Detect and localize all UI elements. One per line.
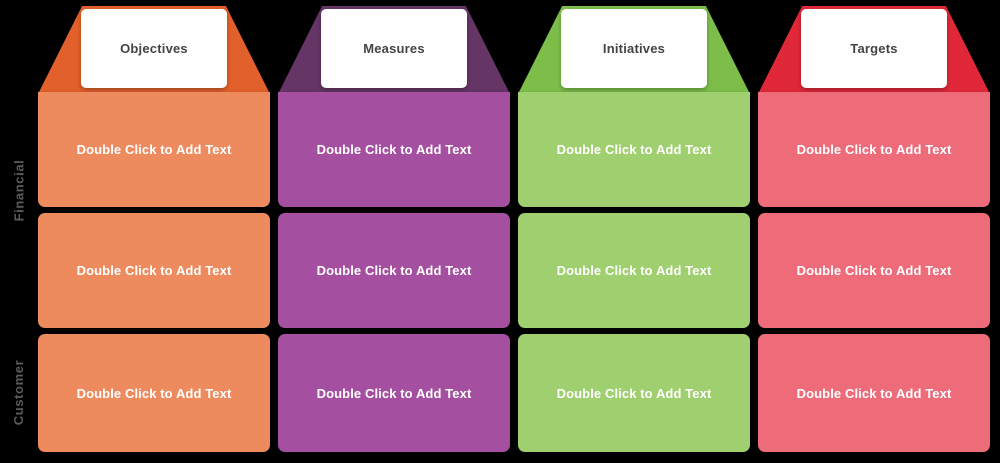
column-header-targets[interactable]: Targets	[758, 6, 990, 94]
header-title-card-initiatives[interactable]: Initiatives	[561, 9, 707, 88]
cell-text: Double Click to Add Text	[796, 142, 952, 157]
column-initiatives: Initiatives Double Click to Add Text Dou…	[518, 0, 750, 463]
column-targets: Targets Double Click to Add Text Double …	[758, 0, 990, 463]
cell-text: Double Click to Add Text	[556, 142, 712, 157]
column-measures: Measures Double Click to Add Text Double…	[278, 0, 510, 463]
cell-text: Double Click to Add Text	[556, 263, 712, 278]
column-header-initiatives[interactable]: Initiatives	[518, 6, 750, 94]
cell-objectives-row1[interactable]: Double Click to Add Text	[38, 92, 270, 207]
cell-text: Double Click to Add Text	[76, 263, 232, 278]
perspective-label-financial: Financial	[0, 90, 38, 290]
cell-text: Double Click to Add Text	[76, 142, 232, 157]
cell-text: Double Click to Add Text	[76, 385, 232, 401]
perspective-label-customer-text: Customer	[11, 359, 27, 426]
cell-initiatives-row2[interactable]: Double Click to Add Text	[518, 213, 750, 328]
cell-objectives-row2[interactable]: Double Click to Add Text	[38, 213, 270, 328]
header-title-card-targets[interactable]: Targets	[801, 9, 947, 88]
header-title-measures: Measures	[363, 41, 425, 56]
cell-text: Double Click to Add Text	[556, 385, 712, 401]
cell-objectives-row3[interactable]: Double Click to Add Text	[38, 334, 270, 452]
cell-text: Double Click to Add Text	[316, 263, 472, 278]
cell-measures-row3[interactable]: Double Click to Add Text	[278, 334, 510, 452]
column-objectives: Objectives Double Click to Add Text Doub…	[38, 0, 270, 463]
scorecard-columns: Objectives Double Click to Add Text Doub…	[38, 0, 1000, 463]
column-header-measures[interactable]: Measures	[278, 6, 510, 94]
header-title-targets: Targets	[850, 41, 898, 56]
cell-text: Double Click to Add Text	[316, 385, 472, 401]
cell-text: Double Click to Add Text	[796, 263, 952, 278]
column-header-objectives[interactable]: Objectives	[38, 6, 270, 94]
header-title-initiatives: Initiatives	[602, 41, 666, 56]
cell-measures-row2[interactable]: Double Click to Add Text	[278, 213, 510, 328]
cell-measures-row1[interactable]: Double Click to Add Text	[278, 92, 510, 207]
perspective-rail: Financial Customer	[0, 0, 38, 463]
cell-text: Double Click to Add Text	[316, 142, 472, 157]
cell-targets-row1[interactable]: Double Click to Add Text	[758, 92, 990, 207]
cell-text: Double Click to Add Text	[796, 385, 952, 401]
header-title-card-measures[interactable]: Measures	[321, 9, 467, 88]
header-title-objectives: Objectives	[120, 41, 188, 56]
cell-initiatives-row1[interactable]: Double Click to Add Text	[518, 92, 750, 207]
cell-initiatives-row3[interactable]: Double Click to Add Text	[518, 334, 750, 452]
perspective-label-financial-text: Financial	[11, 159, 27, 221]
cell-targets-row2[interactable]: Double Click to Add Text	[758, 213, 990, 328]
perspective-label-customer: Customer	[0, 330, 38, 455]
cell-targets-row3[interactable]: Double Click to Add Text	[758, 334, 990, 452]
header-title-card-objectives[interactable]: Objectives	[81, 9, 227, 88]
